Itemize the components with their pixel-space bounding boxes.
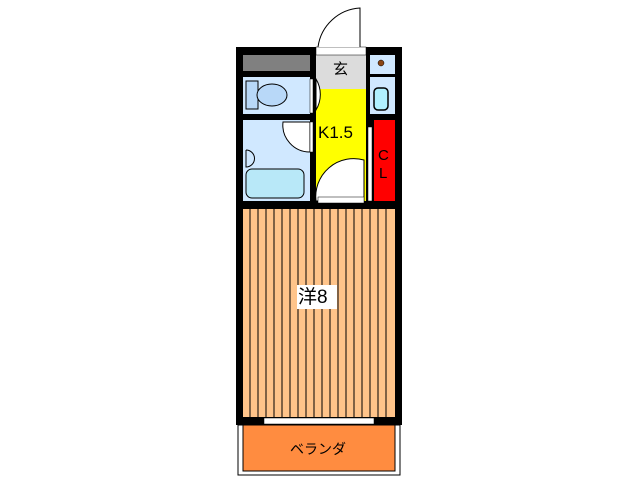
entrance-label: 玄 [333,61,349,78]
balcony-label: ベランダ [290,441,346,457]
toilet-tank-icon [245,80,259,110]
kitchen-label: K1.5 [318,123,353,142]
entrance-door-swing [317,7,361,48]
bathtub-icon [245,168,305,199]
toilet-door-swing [315,77,321,112]
closet-label-l: L [379,165,388,182]
washbasin-icon [245,149,255,168]
toilet-bowl-icon [256,83,288,107]
western-room-label: 洋8 [298,287,328,308]
entrance-area [316,55,366,89]
balcony-area [242,424,396,472]
closet-label-c: C [378,147,389,164]
shelf [243,55,310,71]
washer-icon [373,87,389,111]
room-door-swing [315,158,365,202]
balcony-window [263,417,375,425]
entrance-door-frame [315,46,367,56]
closet-area [374,120,395,201]
